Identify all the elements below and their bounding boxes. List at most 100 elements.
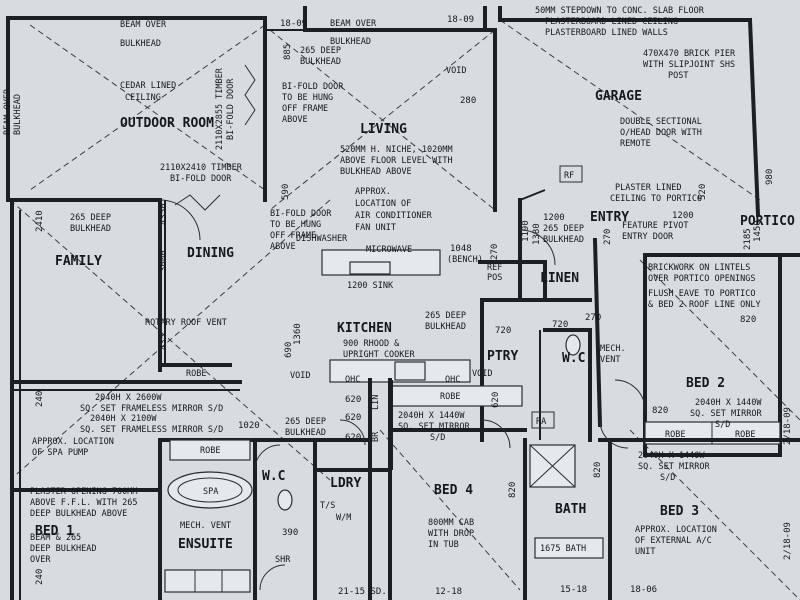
svg-text:S/D: S/D [715,420,730,430]
svg-text:900 RHOOD &: 900 RHOOD & [343,339,400,349]
svg-text:DISHWASHER: DISHWASHER [296,234,348,244]
svg-text:BI-FOLD DOOR: BI-FOLD DOOR [282,82,344,92]
svg-text:270: 270 [603,229,613,245]
room-linen: LINEN [540,271,579,286]
roof-diagonals [9,19,800,600]
svg-text:620: 620 [345,413,361,423]
cooker [394,361,426,381]
svg-text:270: 270 [585,313,601,323]
svg-text:280: 280 [460,96,476,106]
svg-text:FAN UNIT: FAN UNIT [355,223,396,233]
svg-text:240: 240 [35,391,45,407]
svg-text:ABOVE F.F.L. WITH 265: ABOVE F.F.L. WITH 265 [30,498,137,508]
svg-text:ROBE: ROBE [440,392,460,402]
room-ldry: LDRY [330,476,361,491]
svg-text:IN TUB: IN TUB [428,540,459,550]
svg-text:(BENCH): (BENCH) [447,255,483,265]
bifold-door-horizontal [174,194,221,211]
svg-text:50MM STEPDOWN TO CONC. SLAB FL: 50MM STEPDOWN TO CONC. SLAB FLOOR [535,6,705,16]
room-ensuite: ENSUITE [178,537,233,552]
svg-text:2410: 2410 [35,210,45,232]
svg-text:REMOTE: REMOTE [620,139,651,149]
room-wc-1: W.C [562,351,585,366]
svg-text:SQ. SET MIRROR: SQ. SET MIRROR [398,422,471,432]
svg-text:CEILING TO PORTICO: CEILING TO PORTICO [610,194,702,204]
svg-text:ROTARY ROOF VENT: ROTARY ROOF VENT [145,318,227,328]
svg-text:BULKHEAD: BULKHEAD [285,428,326,438]
svg-text:BEAM OVER: BEAM OVER [3,88,13,135]
svg-text:OF EXTERNAL A/C: OF EXTERNAL A/C [635,536,712,546]
kitchen-sink [349,261,391,275]
svg-text:RF: RF [564,171,574,181]
svg-text:VENT: VENT [600,355,620,365]
svg-text:PLASTERBOARD LINED WALLS: PLASTERBOARD LINED WALLS [545,28,668,38]
svg-text:21-15 SD.: 21-15 SD. [338,587,387,597]
svg-text:BULKHEAD: BULKHEAD [425,322,466,332]
svg-text:265 DEEP: 265 DEEP [425,311,466,321]
toilet-ensuite [277,489,293,511]
svg-text:MECH. VENT: MECH. VENT [180,521,231,531]
room-entry: ENTRY [590,210,629,225]
room-living: LIVING [360,122,407,137]
svg-text:265 DEEP: 265 DEEP [285,417,326,427]
svg-text:240: 240 [35,569,45,585]
room-wc-2: W.C [262,469,285,484]
svg-text:BI-FOLD DOOR: BI-FOLD DOOR [270,209,332,219]
svg-text:OHC: OHC [445,375,460,385]
svg-text:& BED 2 ROOF LINE ONLY: & BED 2 ROOF LINE ONLY [648,300,761,310]
svg-text:DEEP BULKHEAD ABOVE: DEEP BULKHEAD ABOVE [30,509,127,519]
svg-text:265 DEEP: 265 DEEP [543,224,584,234]
svg-text:REF: REF [487,263,502,273]
svg-text:POST: POST [668,71,688,81]
svg-text:PLASTER OPENING 700MM: PLASTER OPENING 700MM [30,487,137,497]
svg-text:BULKHEAD: BULKHEAD [330,37,371,47]
svg-text:S/D: S/D [660,473,675,483]
svg-text:820: 820 [508,482,518,498]
svg-text:1200 SINK: 1200 SINK [347,281,394,291]
svg-text:720: 720 [495,326,511,336]
svg-text:520MM H. NICHE, 1020MM: 520MM H. NICHE, 1020MM [340,145,453,155]
svg-text:VOID: VOID [446,66,466,76]
svg-text:BRICKWORK ON LINTELS: BRICKWORK ON LINTELS [648,263,750,273]
svg-text:O/HEAD DOOR WITH: O/HEAD DOOR WITH [620,128,702,138]
svg-text:620: 620 [345,395,361,405]
svg-text:1360: 1360 [293,323,303,345]
svg-text:SQ. SET MIRROR: SQ. SET MIRROR [690,409,763,419]
svg-text:2110X2855 TIMBER: 2110X2855 TIMBER [215,67,225,150]
svg-text:VOID: VOID [290,371,310,381]
svg-text:MICROWAVE: MICROWAVE [366,245,412,255]
svg-text:2/18-09: 2/18-09 [783,407,793,445]
svg-text:470X470 BRICK PIER: 470X470 BRICK PIER [643,49,736,59]
svg-text:2040H X 1440W: 2040H X 1440W [398,411,465,421]
svg-text:1675 BATH: 1675 BATH [540,544,586,554]
svg-text:BEAM OVER: BEAM OVER [330,19,377,29]
svg-text:SQ. SET FRAMELESS MIRROR S/D: SQ. SET FRAMELESS MIRROR S/D [80,404,223,414]
svg-text:OHC: OHC [345,375,360,385]
svg-text:590: 590 [281,184,291,200]
svg-text:2040H X 1440W: 2040H X 1440W [638,451,705,461]
svg-text:TO BE HUNG: TO BE HUNG [270,220,321,230]
room-labels: OUTDOOR ROOM LIVING GARAGE FAMILY DINING… [35,89,795,552]
svg-text:MECH.: MECH. [600,344,626,354]
svg-text:2040H X 1440W: 2040H X 1440W [695,398,762,408]
svg-text:POS: POS [487,273,502,283]
svg-text:BULKHEAD: BULKHEAD [300,57,341,67]
svg-text:820: 820 [740,315,756,325]
svg-text:ROBE: ROBE [665,430,685,440]
svg-text:720: 720 [552,320,568,330]
svg-text:OFF FRAME: OFF FRAME [270,231,316,241]
svg-text:PLASTERBOARD LINED CEILING: PLASTERBOARD LINED CEILING [545,17,678,27]
svg-text:OFF FRAME: OFF FRAME [282,104,328,114]
svg-text:1380: 1380 [532,223,542,245]
svg-text:1190: 1190 [521,220,531,242]
robe-bed1 [169,439,251,461]
svg-text:1200: 1200 [672,211,694,221]
svg-text:ABOVE FLOOR LEVEL WITH: ABOVE FLOOR LEVEL WITH [340,156,453,166]
room-bed1: BED 1 [35,524,74,539]
room-dining: DINING [187,246,234,261]
svg-text:1450: 1450 [753,220,763,242]
room-bed3: BED 3 [660,504,699,519]
room-bath: BATH [555,502,586,517]
rf-box [559,165,583,183]
